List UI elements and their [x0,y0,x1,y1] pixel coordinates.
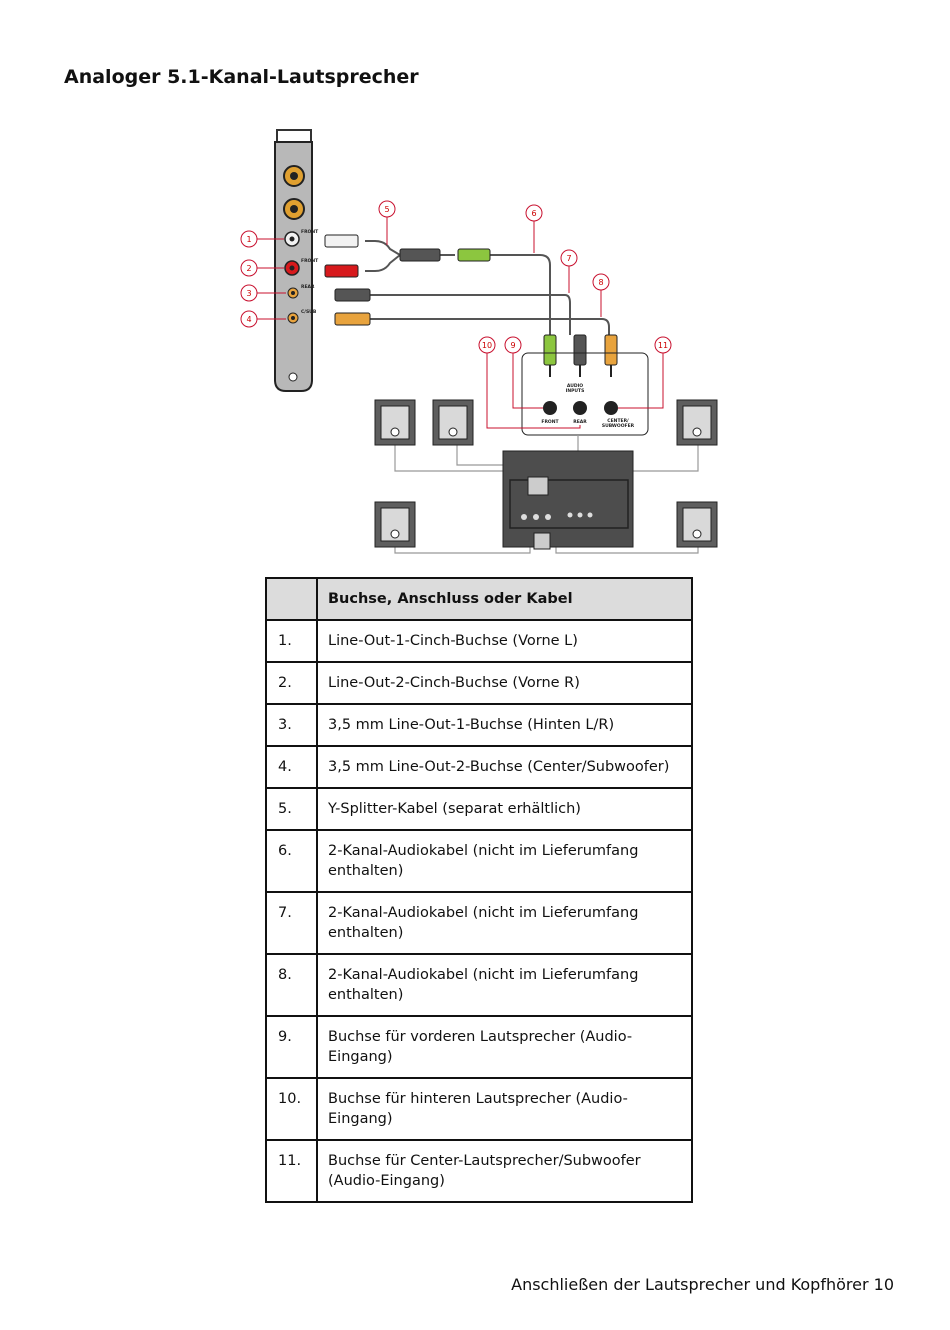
plugs [324,234,618,377]
table-row: 6. 2-Kanal-Audiokabel (nicht im Lieferum… [265,829,693,893]
page-heading: Analoger 5.1-Kanal-Lautsprecher [64,66,419,88]
callouts [240,200,672,354]
row-num: 9. [265,1015,318,1079]
row-desc: Buchse für Center-Lautsprecher/Subwoofer… [316,1139,693,1203]
subwoofer-panel [502,450,634,550]
jack-label-subwoofer: SUBWOOFER [602,423,635,429]
row-num: 5. [265,787,318,831]
callout-lines [257,217,664,429]
front-jack [543,401,557,415]
table-row: 2. Line-Out-2-Cinch-Buchse (Vorne R) [265,661,693,705]
row-desc: 3,5 mm Line-Out-2-Buchse (Center/Subwoof… [316,745,693,789]
audio-inputs-label-1: AUDIO [567,383,583,389]
card-label-rear: REAR [301,284,315,290]
card-label-front-2: FRONT [301,258,319,264]
cables [365,240,610,335]
sound-card-bracket [274,129,313,392]
callout-2: 2 [246,264,251,273]
row-num: 4. [265,745,318,789]
speaker-connection-diagram: FRONT FRONT REAR C/SUB AUDIO INPUTS FRON… [240,129,718,554]
speaker-rear-right-icon [676,501,718,548]
row-num: 8. [265,953,318,1017]
rear-jack [573,401,587,415]
row-desc: 2-Kanal-Audiokabel (nicht im Lieferumfan… [316,953,693,1017]
table-row: 11. Buchse für Center-Lautsprecher/Subwo… [265,1139,693,1203]
parts-table: Buchse, Anschluss oder Kabel 1. Line-Out… [265,577,693,1203]
table-row: 7. 2-Kanal-Audiokabel (nicht im Lieferum… [265,891,693,955]
page-footer: Anschließen der Lautsprecher und Kopfhör… [511,1275,894,1294]
row-num: 2. [265,661,318,705]
card-label-csub: C/SUB [301,309,317,315]
row-num: 6. [265,829,318,893]
speaker-front-left-icon [374,399,416,446]
row-desc: 2-Kanal-Audiokabel (nicht im Lieferumfan… [316,829,693,893]
callout-10: 10 [482,341,492,350]
callout-9: 9 [510,341,515,350]
jack-label-rear: REAR [573,419,587,425]
table-row: 3. 3,5 mm Line-Out-1-Buchse (Hinten L/R) [265,703,693,747]
audio-inputs-label-2: INPUTS [566,388,585,394]
row-desc: Line-Out-1-Cinch-Buchse (Vorne L) [316,619,693,663]
speaker-center-icon [676,399,718,446]
header-num [265,577,318,621]
table-row: 8. 2-Kanal-Audiokabel (nicht im Lieferum… [265,953,693,1017]
audio-input-panel [521,352,649,436]
row-num: 11. [265,1139,318,1203]
row-desc: 2-Kanal-Audiokabel (nicht im Lieferumfan… [316,891,693,955]
table-row: 5. Y-Splitter-Kabel (separat erhältlich) [265,787,693,831]
row-num: 1. [265,619,318,663]
table-header-row: Buchse, Anschluss oder Kabel [265,577,693,621]
header-desc: Buchse, Anschluss oder Kabel [316,577,693,621]
callout-7: 7 [566,254,571,263]
row-num: 10. [265,1077,318,1141]
card-label-front-1: FRONT [301,229,319,235]
row-num: 7. [265,891,318,955]
speaker-front-right-icon [432,399,474,446]
row-desc: Buchse für hinteren Lautsprecher (Audio-… [316,1077,693,1141]
row-desc: Buchse für vorderen Lautsprecher (Audio-… [316,1015,693,1079]
callout-8: 8 [598,278,603,287]
table-row: 9. Buchse für vorderen Lautsprecher (Aud… [265,1015,693,1079]
table-row: 4. 3,5 mm Line-Out-2-Buchse (Center/Subw… [265,745,693,789]
jack-label-front: FRONT [541,419,559,425]
speaker-rear-left-icon [374,501,416,548]
callout-5: 5 [384,205,389,214]
table-row: 10. Buchse für hinteren Lautsprecher (Au… [265,1077,693,1141]
callout-1: 1 [246,235,251,244]
callout-4: 4 [246,315,251,324]
table-row: 1. Line-Out-1-Cinch-Buchse (Vorne L) [265,619,693,663]
center-sub-jack [604,401,618,415]
row-num: 3. [265,703,318,747]
callout-3: 3 [246,289,251,298]
callout-11: 11 [658,341,668,350]
row-desc: Line-Out-2-Cinch-Buchse (Vorne R) [316,661,693,705]
row-desc: 3,5 mm Line-Out-1-Buchse (Hinten L/R) [316,703,693,747]
callout-6: 6 [531,209,536,218]
jack-label-center: CENTER/ [607,418,629,424]
row-desc: Y-Splitter-Kabel (separat erhältlich) [316,787,693,831]
